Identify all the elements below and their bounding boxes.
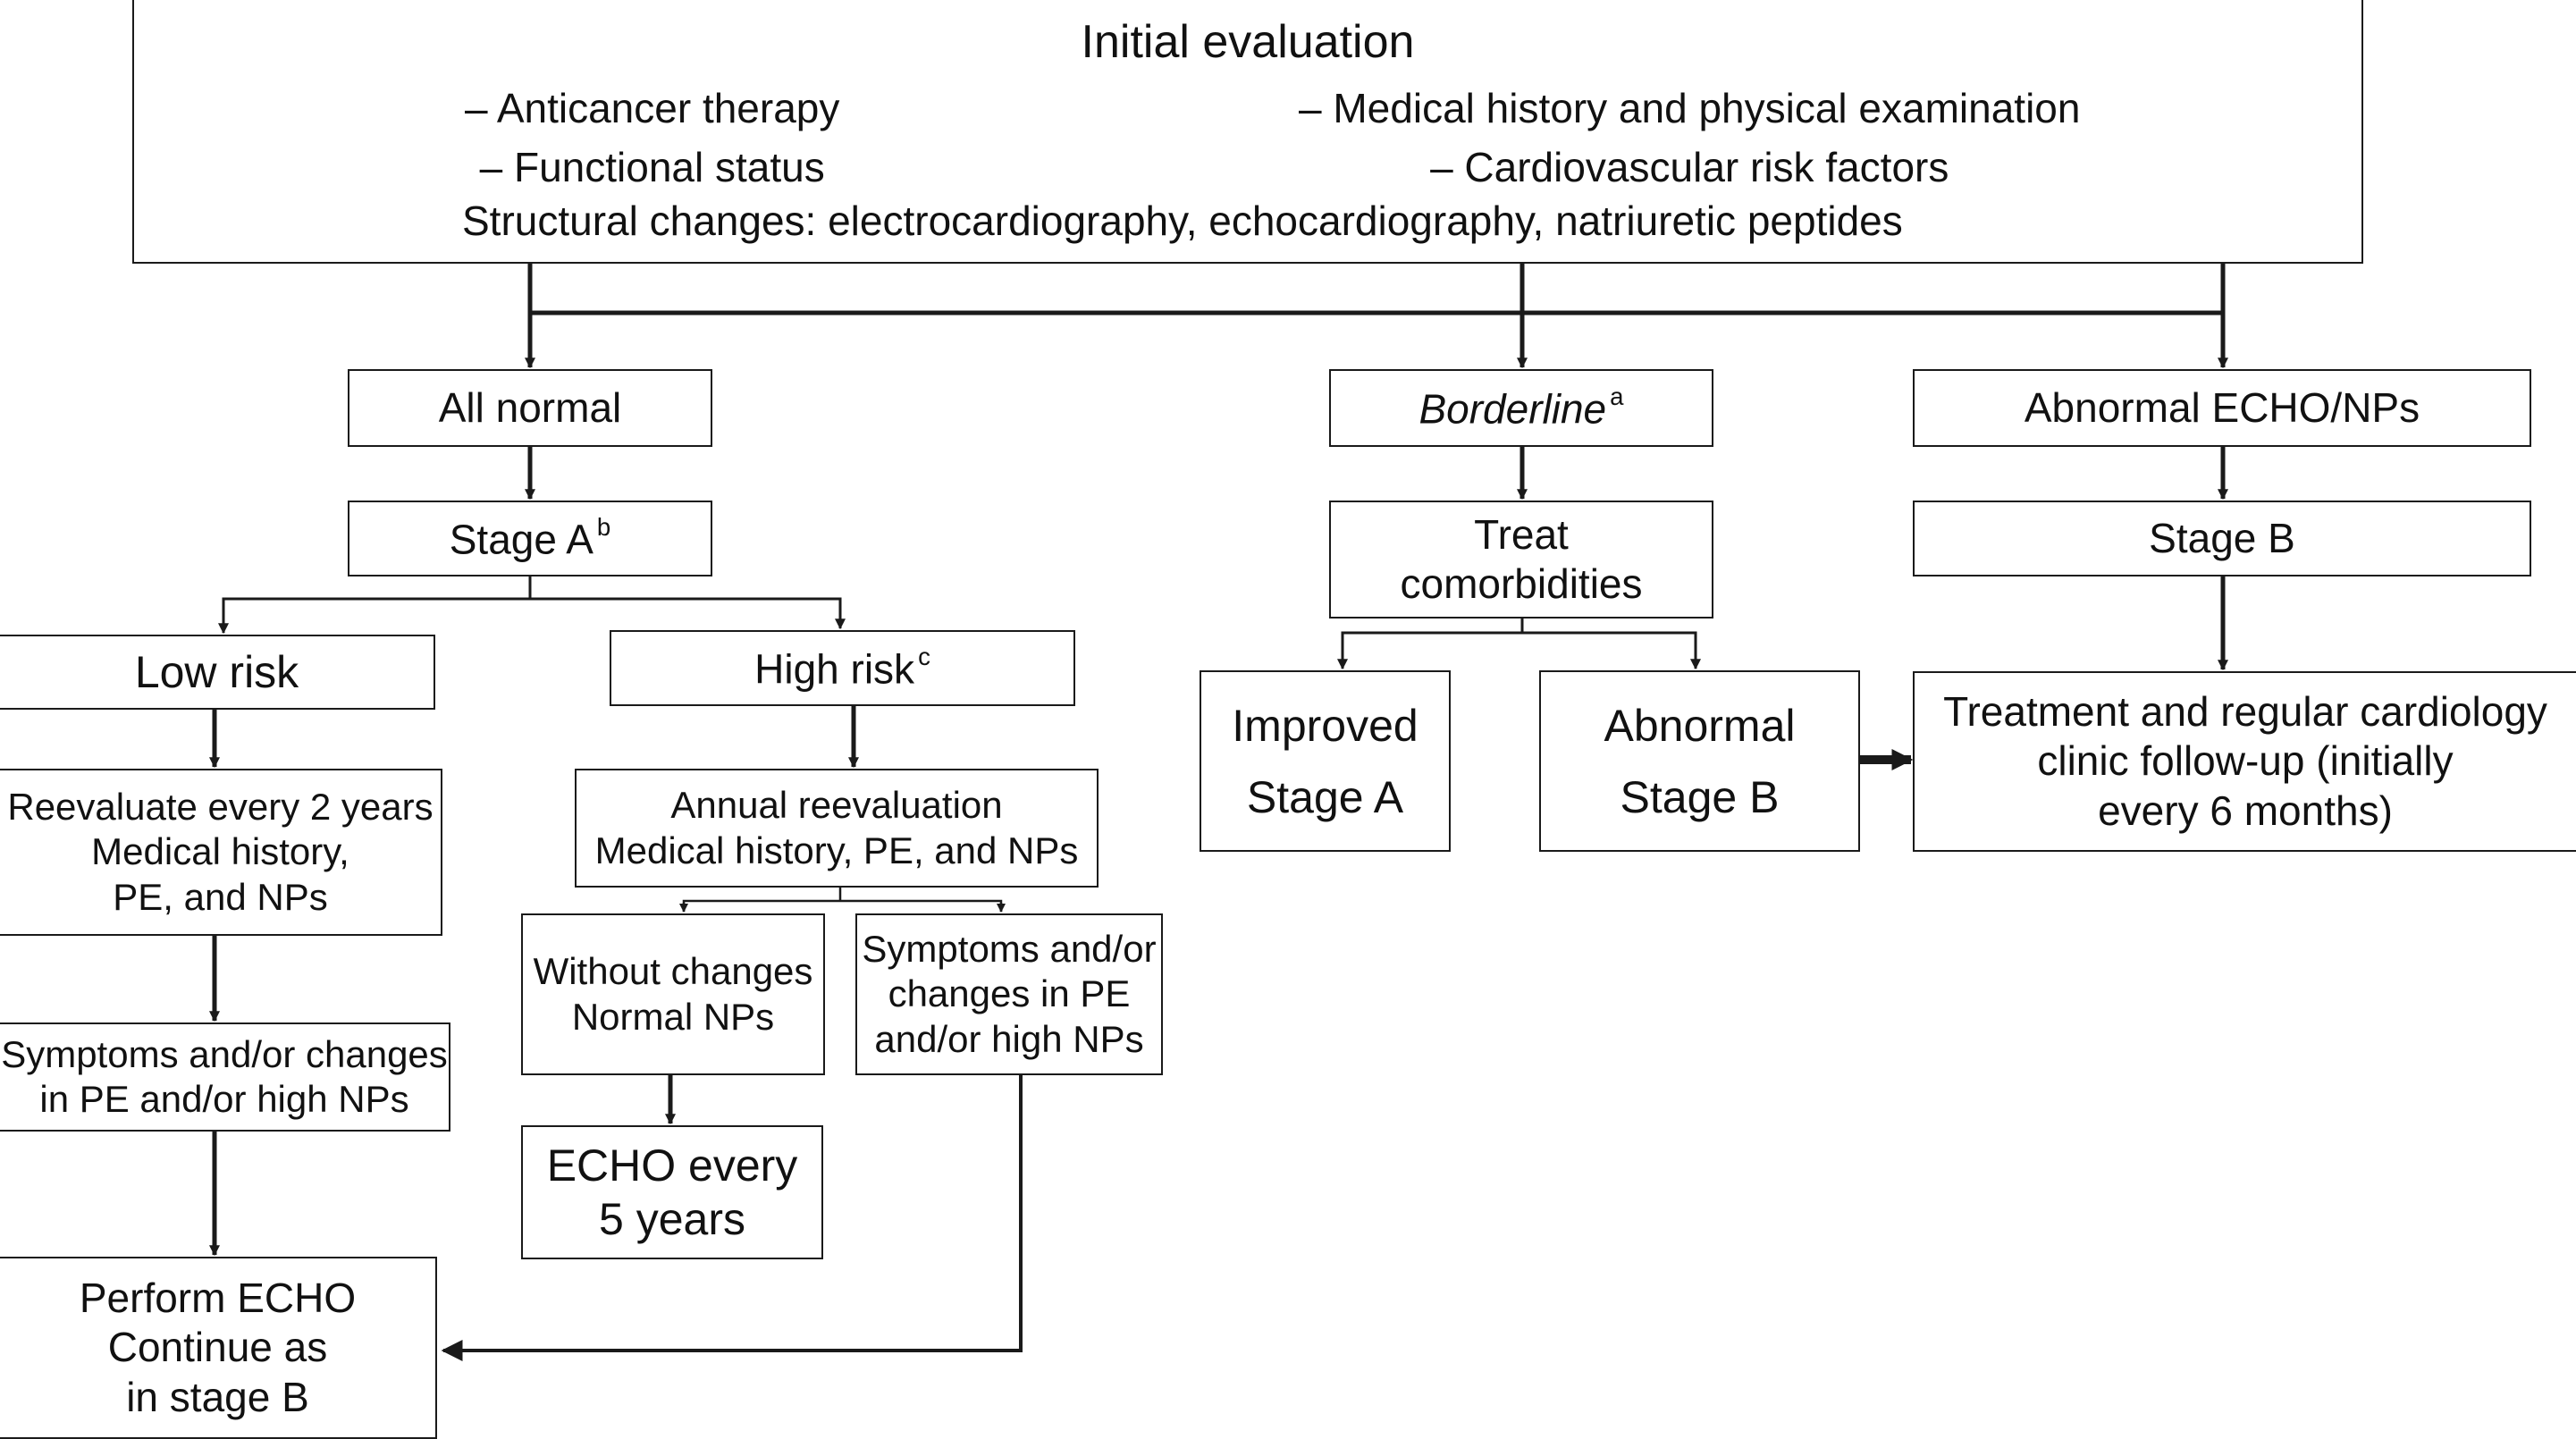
perform-echo-line-3: in stage B <box>126 1373 309 1420</box>
echo-five-years-box: ECHO every 5 years <box>521 1125 823 1259</box>
improved-stage-a-box: Improved Stage A <box>1200 670 1451 852</box>
treat-line-2: comorbidities <box>1400 560 1643 607</box>
all-normal-box: All normal <box>348 369 712 447</box>
high-risk-sup: c <box>918 643 930 671</box>
high-risk-label: High risk <box>754 645 915 693</box>
improved-line-2: Stage A <box>1246 771 1404 822</box>
perform-echo-box: Perform ECHO Continue as in stage B <box>0 1257 437 1439</box>
treat-comorbidities-box: Treat comorbidities <box>1329 501 1713 619</box>
initial-evaluation-box: Initial evaluation – Anticancer therapy … <box>132 0 2363 264</box>
reevaluate-line-2: Medical history, <box>91 830 349 873</box>
initial-evaluation-title: Initial evaluation <box>1081 16 1415 68</box>
echo-five-years-line-2: 5 years <box>599 1194 745 1244</box>
all-normal-label: All normal <box>438 383 622 431</box>
low-symptoms-box: Symptoms and/or changes in PE and/or hig… <box>0 1022 450 1132</box>
borderline-label: Borderline <box>1418 385 1607 433</box>
connector-annual-split <box>682 888 1003 912</box>
item-medical-history: – Medical history and physical examinati… <box>1299 85 2081 131</box>
connector-initial-bus <box>527 264 2226 316</box>
item-anticancer-therapy: – Anticancer therapy <box>465 85 840 131</box>
abnormal-echo-nps-label: Abnormal ECHO/NPs <box>2024 383 2420 431</box>
abnormal-b-line-1: Abnormal <box>1604 700 1796 751</box>
treat-line-1: Treat <box>1474 510 1569 558</box>
high-symptoms-box: Symptoms and/or changes in PE and/or hig… <box>855 913 1163 1075</box>
arrow-high-symptoms-to-perform-echo <box>441 1075 1023 1361</box>
reevaluate-line-3: PE, and NPs <box>113 875 328 918</box>
connector-stage-a-split <box>222 576 842 633</box>
structural-changes: Structural changes: electrocardiography,… <box>462 198 1903 244</box>
item-cv-risk-factors: – Cardiovascular risk factors <box>1430 144 1949 190</box>
connector-treat-split <box>1341 619 1697 669</box>
perform-echo-line-2: Continue as <box>107 1324 328 1371</box>
abnormal-b-line-2: Stage B <box>1620 771 1780 822</box>
low-symptoms-line-2: in PE and/or high NPs <box>39 1078 409 1120</box>
perform-echo-line-1: Perform ECHO <box>79 1275 357 1322</box>
high-symptoms-line-1: Symptoms and/or <box>862 927 1157 970</box>
low-risk-box: Low risk <box>0 635 435 710</box>
stage-a-label: Stage A <box>449 516 593 563</box>
borderline-sup: a <box>1610 383 1624 411</box>
treatment-line-3: every 6 months) <box>2098 787 2393 834</box>
abnormal-echo-nps-box: Abnormal ECHO/NPs <box>1913 369 2531 447</box>
annual-reevaluation-box: Annual reevaluation Medical history, PE,… <box>575 769 1099 888</box>
high-symptoms-line-3: and/or high NPs <box>874 1017 1144 1060</box>
improved-line-1: Improved <box>1232 700 1418 751</box>
without-changes-line-2: Normal NPs <box>571 995 775 1038</box>
low-symptoms-line-1: Symptoms and/or changes <box>1 1032 448 1075</box>
stage-b-label: Stage B <box>2149 514 2295 561</box>
high-symptoms-line-2: changes in PE <box>888 972 1131 1015</box>
annual-line-1: Annual reevaluation <box>670 784 1003 827</box>
initial-right-items: – Medical history and physical examinati… <box>1299 79 2080 197</box>
reevaluate-line-1: Reevaluate every 2 years <box>7 785 434 828</box>
without-changes-line-1: Without changes <box>533 950 813 993</box>
low-risk-label: Low risk <box>134 647 299 697</box>
echo-five-years-line-1: ECHO every <box>546 1140 798 1191</box>
stage-b-box: Stage B <box>1913 501 2531 576</box>
item-functional-status: – Functional status <box>479 144 825 190</box>
treatment-followup-box: Treatment and regular cardiology clinic … <box>1913 671 2576 852</box>
stage-a-sup: b <box>596 513 611 542</box>
abnormal-stage-b-box: Abnormal Stage B <box>1539 670 1860 852</box>
treatment-line-1: Treatment and regular cardiology <box>1943 688 2547 736</box>
treatment-line-2: clinic follow-up (initially <box>2037 737 2454 785</box>
annual-line-2: Medical history, PE, and NPs <box>594 829 1079 871</box>
initial-left-items: – Anticancer therapy – Functional status <box>465 79 839 197</box>
without-changes-box: Without changes Normal NPs <box>521 913 825 1075</box>
reevaluate-box: Reevaluate every 2 years Medical history… <box>0 769 442 936</box>
